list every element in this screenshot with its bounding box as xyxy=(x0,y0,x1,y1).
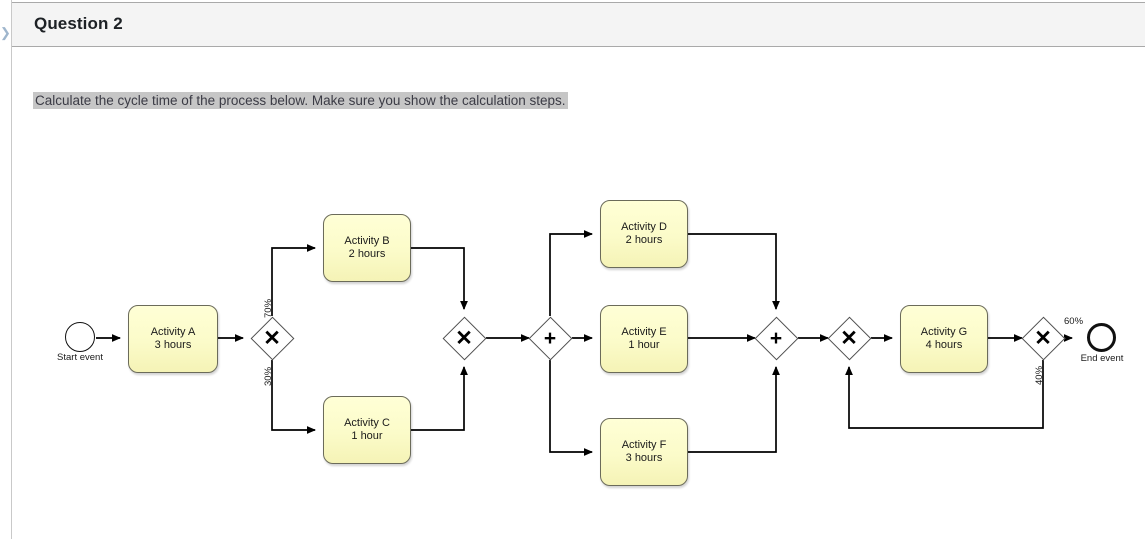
exclusive-gateway-split-1[interactable]: ✕ xyxy=(250,316,294,360)
task-f-name: Activity F xyxy=(621,439,667,451)
task-g-name: Activity G xyxy=(920,326,968,338)
parallel-gateway-join[interactable]: + xyxy=(754,316,798,360)
start-event-label: Start event xyxy=(57,352,103,363)
exclusive-gateway-loop-join[interactable]: ✕ xyxy=(827,316,871,360)
flow-label-30-percent: 30% xyxy=(263,366,274,386)
question-header-bar: Question 2 xyxy=(12,2,1145,47)
content-left-rail xyxy=(11,0,12,539)
exclusive-gateway-join-1[interactable]: ✕ xyxy=(442,316,486,360)
flow-label-60-percent: 60% xyxy=(1064,316,1084,327)
task-activity-a[interactable]: Activity A 3 hours xyxy=(128,305,218,373)
task-a-name: Activity A xyxy=(150,326,196,338)
parallel-gateway-split[interactable]: + xyxy=(528,316,572,360)
start-event[interactable] xyxy=(65,322,95,352)
question-prompt-text: Calculate the cycle time of the process … xyxy=(33,92,568,109)
task-a-duration: 3 hours xyxy=(154,339,192,351)
task-e-duration: 1 hour xyxy=(628,339,660,351)
task-activity-g[interactable]: Activity G 4 hours xyxy=(900,305,988,373)
task-e-name: Activity E xyxy=(621,326,667,338)
task-d-name: Activity D xyxy=(621,221,667,233)
task-activity-b[interactable]: Activity B 2 hours xyxy=(323,214,411,282)
task-d-duration: 2 hours xyxy=(625,234,663,246)
chevron-left-icon[interactable]: ❯ xyxy=(0,25,11,40)
flow-label-70-percent: 70% xyxy=(263,298,274,318)
task-activity-c[interactable]: Activity C 1 hour xyxy=(323,396,411,464)
task-c-duration: 1 hour xyxy=(351,430,383,442)
end-event[interactable] xyxy=(1087,323,1116,352)
task-b-duration: 2 hours xyxy=(348,248,386,260)
task-activity-e[interactable]: Activity E 1 hour xyxy=(600,305,688,373)
exclusive-gateway-loop-split[interactable]: ✕ xyxy=(1021,316,1065,360)
page-title: Question 2 xyxy=(34,14,123,33)
task-g-duration: 4 hours xyxy=(925,339,963,351)
task-activity-d[interactable]: Activity D 2 hours xyxy=(600,200,688,268)
task-b-name: Activity B xyxy=(344,235,390,247)
task-f-duration: 3 hours xyxy=(625,452,663,464)
end-event-label: End event xyxy=(1080,353,1124,364)
task-c-name: Activity C xyxy=(344,417,390,429)
flow-label-40-percent: 40% xyxy=(1034,365,1045,385)
task-activity-f[interactable]: Activity F 3 hours xyxy=(600,418,688,486)
